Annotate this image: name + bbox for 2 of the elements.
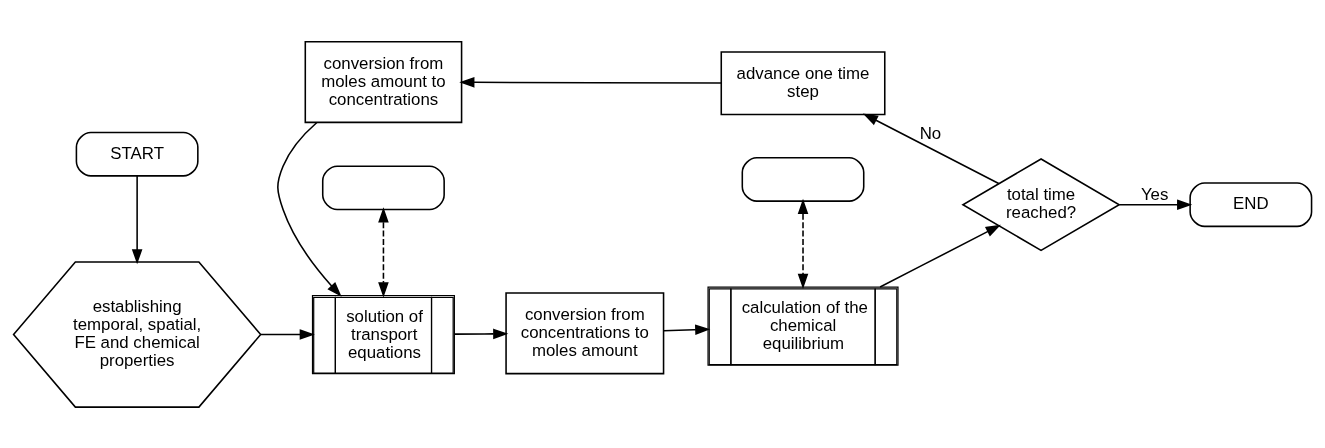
edge-label: No xyxy=(919,123,942,143)
edge-label: Yes xyxy=(1140,184,1169,204)
